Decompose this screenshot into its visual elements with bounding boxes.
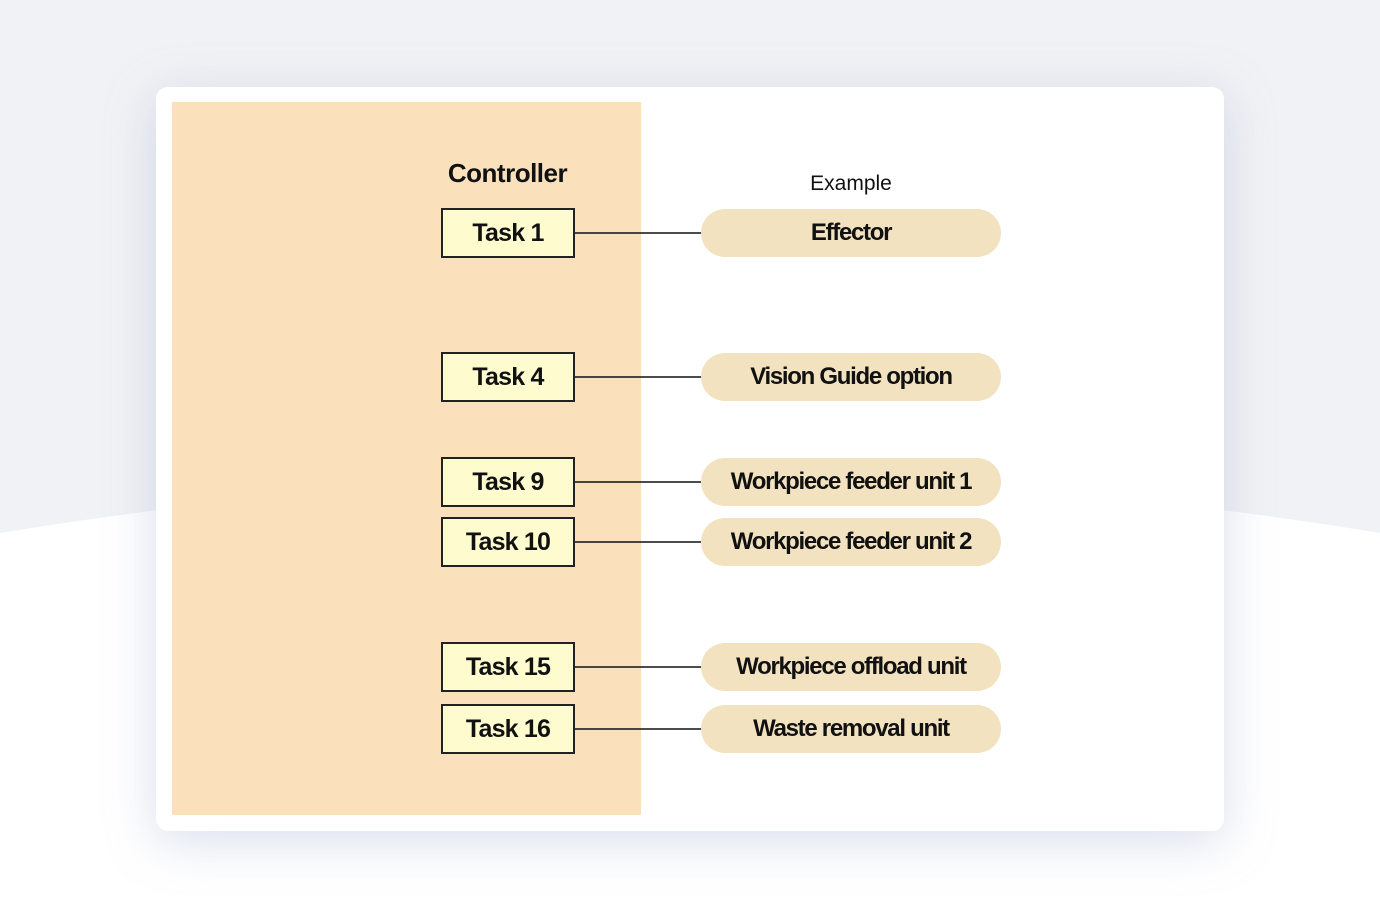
task-box: Task 4 [441,352,575,402]
example-label: Example [810,172,892,195]
unit-pill: Workpiece feeder unit 2 [701,518,1001,566]
unit-pill: Workpiece offload unit [701,643,1001,691]
unit-pill: Effector [701,209,1001,257]
task-box: Task 9 [441,457,575,507]
unit-pill: Waste removal unit [701,705,1001,753]
task-box: Task 1 [441,208,575,258]
unit-pill: Workpiece feeder unit 1 [701,458,1001,506]
task-box: Task 15 [441,642,575,692]
controller-title: Controller [447,158,568,188]
task-box: Task 10 [441,517,575,567]
task-box: Task 16 [441,704,575,754]
unit-pill: Vision Guide option [701,353,1001,401]
